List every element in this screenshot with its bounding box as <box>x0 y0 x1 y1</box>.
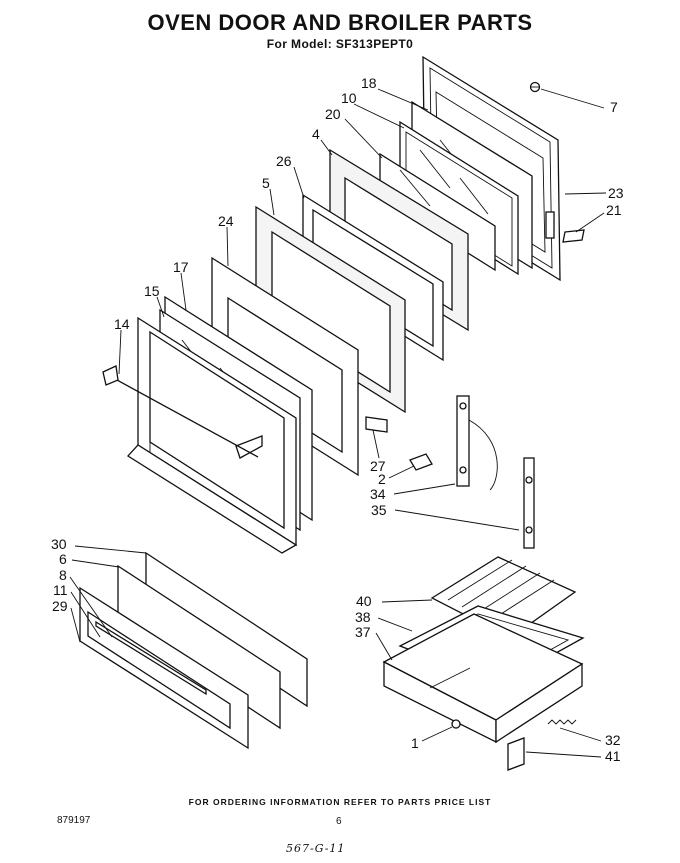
part-6-insulation <box>117 564 281 730</box>
callout-29: 29 <box>52 598 68 614</box>
part-5-frame <box>255 205 406 414</box>
page-title: OVEN DOOR AND BROILER PARTS <box>147 10 533 35</box>
part-2-pin <box>409 453 433 471</box>
part-34-hinge <box>456 395 498 491</box>
outer-door <box>126 316 298 554</box>
callout-24: 24 <box>218 213 234 229</box>
callout-11: 11 <box>53 582 68 598</box>
callout-17: 17 <box>173 259 189 275</box>
model-subtitle: For Model: SF313PEPT0 <box>266 37 414 51</box>
callout-6: 6 <box>59 551 67 567</box>
part-29-drawer-panel <box>79 586 249 750</box>
callout-32: 32 <box>605 732 621 748</box>
callout-20: 20 <box>325 106 341 122</box>
part-14-handle <box>102 365 259 458</box>
page-number: 6 <box>336 816 342 827</box>
callout-35: 35 <box>371 502 387 518</box>
part-41-bracket <box>507 737 525 771</box>
callout-21: 21 <box>606 202 622 218</box>
part-37-broiler-drawer <box>382 613 584 744</box>
callout-15: 15 <box>144 283 160 299</box>
callout-2: 2 <box>378 471 386 487</box>
ordering-note: FOR ORDERING INFORMATION REFER TO PARTS … <box>188 797 492 807</box>
callout-14: 14 <box>114 316 130 332</box>
callout-18: 18 <box>361 75 377 91</box>
document-number: 879197 <box>57 815 91 826</box>
callout-26: 26 <box>276 153 292 169</box>
part-32-spring <box>547 719 577 725</box>
callout-34: 34 <box>370 486 386 502</box>
callout-8: 8 <box>59 567 67 583</box>
callout-7: 7 <box>610 99 618 115</box>
part-7-screw <box>529 81 541 93</box>
callout-40: 40 <box>356 593 372 609</box>
callout-23: 23 <box>608 185 624 201</box>
callout-1: 1 <box>411 735 419 751</box>
callout-37: 37 <box>355 624 371 640</box>
callout-5: 5 <box>262 175 270 191</box>
callout-27: 27 <box>370 458 386 474</box>
part-35-hinge <box>523 457 535 549</box>
handwritten-note: 567-G-11 <box>286 842 346 855</box>
part-1-roller <box>451 719 461 729</box>
callout-38: 38 <box>355 609 371 625</box>
callout-10: 10 <box>341 90 357 106</box>
part-27-bracket <box>365 416 388 433</box>
part-40-broiler-grid <box>430 556 577 639</box>
callout-30: 30 <box>51 536 67 552</box>
callout-4: 4 <box>312 126 320 142</box>
leader-lines <box>69 88 607 758</box>
callout-41: 41 <box>605 748 621 764</box>
